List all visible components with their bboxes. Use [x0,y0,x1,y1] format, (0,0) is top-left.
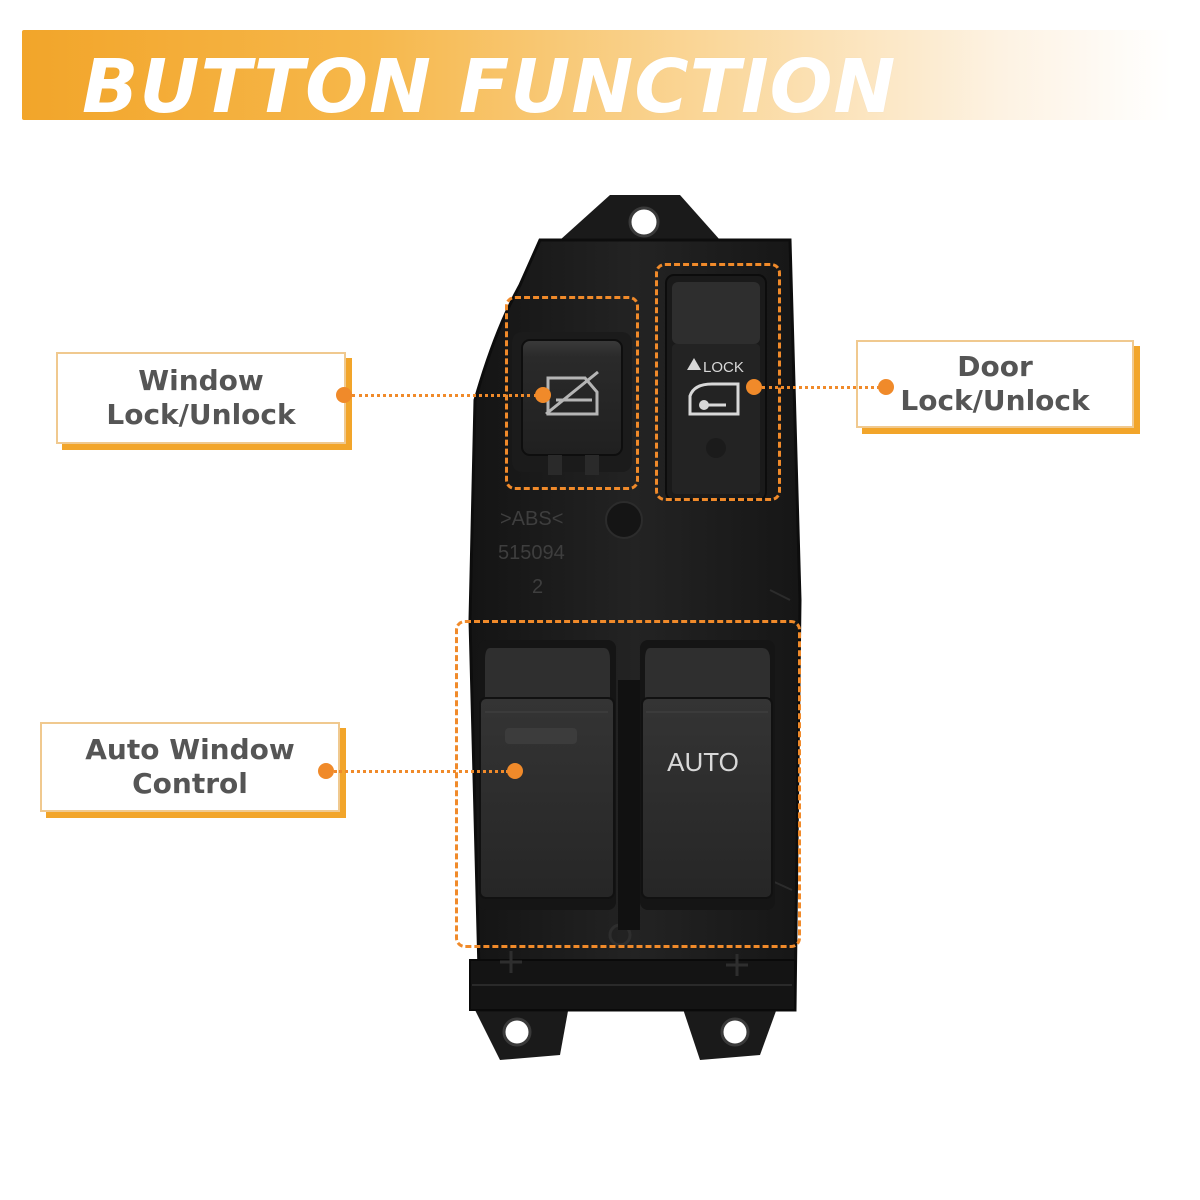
header-banner: BUTTON FUNCTION [22,30,1172,124]
auto-window-dot-left [318,763,334,779]
door-lock-dot-left [746,379,762,395]
highlight-door-lock [655,263,781,501]
molding-text: >ABS< 515094 2 [498,508,565,598]
callout-auto-window: Auto Window Control [40,722,340,812]
window-lock-dot-left [336,387,352,403]
window-rocker-left[interactable] [478,640,616,910]
plus-mark-right [726,954,748,976]
auto-window-leader [334,770,509,773]
page-title: BUTTON FUNCTION [82,44,897,130]
highlight-auto-window [455,620,801,948]
callout-window-lock-line1: Window [138,364,264,397]
window-lock-button[interactable] [512,332,632,475]
door-lock-rocker[interactable]: LOCK [665,274,767,501]
molding-revision: 2 [532,576,543,598]
window-lock-icon [545,370,599,416]
callout-window-lock-line2: Lock/Unlock [106,398,296,431]
callout-auto-window-line2: Control [132,767,248,800]
window-lock-dot-right [535,387,551,403]
auto-label: AUTO [667,747,739,777]
door-lock-icon [688,382,740,416]
callout-door-lock-line2: Lock/Unlock [900,384,1090,417]
auto-window-dot-right [507,763,523,779]
highlight-window-lock [505,296,639,490]
triangle-up-icon [687,358,701,370]
window-rocker-auto[interactable]: AUTO [640,640,775,910]
bottom-mount-tab [470,1000,780,1060]
molding-part-number: 515094 [498,542,565,564]
door-lock-dot-right [878,379,894,395]
window-lock-leader [352,394,537,397]
plus-mark-left [500,951,522,973]
callout-auto-window-line1: Auto Window [85,733,295,766]
door-lock-leader [762,386,880,389]
callout-window-lock: Window Lock/Unlock [56,352,346,444]
callout-door-lock-line1: Door [957,350,1033,383]
callout-door-lock: Door Lock/Unlock [856,340,1134,428]
top-mount-tab [560,195,720,240]
molding-abs: >ABS< [500,508,563,530]
lock-label: LOCK [703,359,744,376]
